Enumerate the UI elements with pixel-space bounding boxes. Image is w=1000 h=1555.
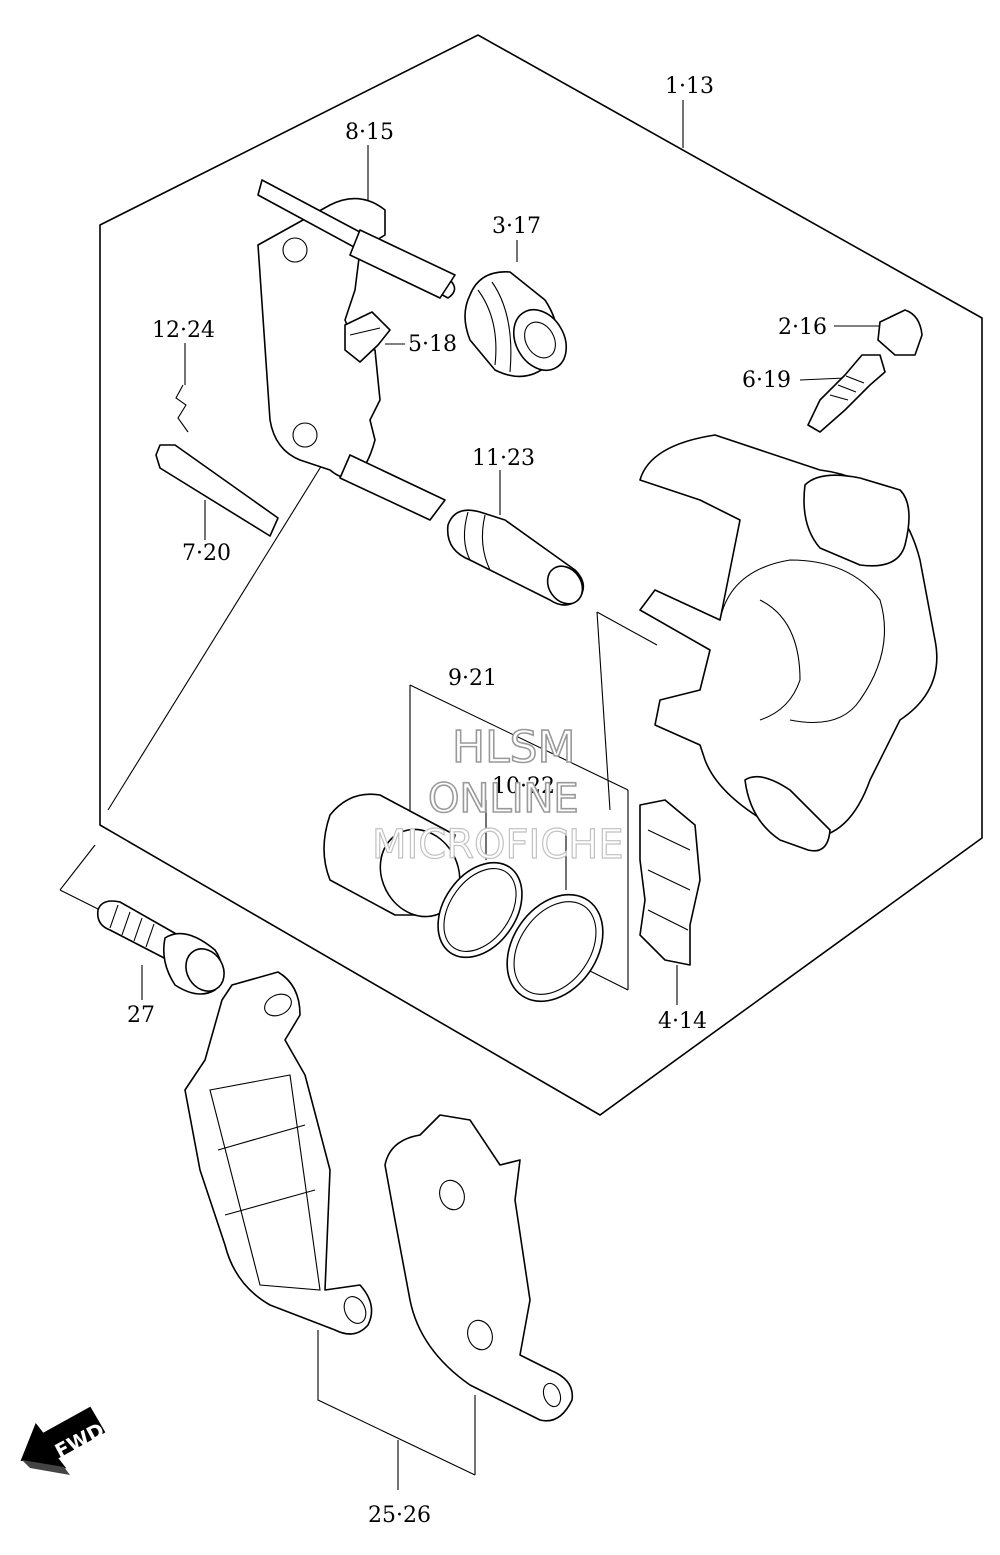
caliper-mounting-bolt — [96, 900, 225, 995]
callout-8-15: 8·15 — [345, 120, 394, 145]
callout-27: 27 — [127, 1003, 155, 1028]
pad-clip-small — [344, 311, 391, 363]
callout-9-21: 9·21 — [448, 666, 497, 691]
piston-seal — [437, 861, 523, 959]
callout-2-16: 2·16 — [778, 315, 827, 340]
assembly-outline — [99, 34, 983, 1116]
callout-11-23: 11·23 — [472, 446, 535, 471]
callout-4-14: 4·14 — [658, 1009, 707, 1034]
bleeder-screw — [807, 354, 886, 433]
callout-3-17: 3·17 — [492, 214, 541, 239]
retaining-clip — [175, 384, 189, 433]
fwd-arrow-icon: FWD — [20, 1406, 108, 1475]
brake-pad-inner — [184, 971, 373, 1335]
callout-12-24: 12·24 — [152, 318, 215, 343]
callout-5-18: 5·18 — [408, 332, 457, 357]
pad-spring — [639, 799, 701, 966]
bleeder-cap — [877, 309, 923, 356]
slide-pin — [446, 509, 585, 606]
callout-6-19: 6·19 — [742, 368, 791, 393]
dust-seal — [506, 893, 604, 1003]
pad-pin — [155, 444, 279, 537]
watermark-line-2: ONLINE — [428, 776, 579, 822]
boot-bellows — [464, 271, 568, 378]
watermark-line-3: MICROFICHE — [372, 822, 624, 868]
watermark: HLSM ONLINE MICROFICHE — [371, 721, 624, 868]
callout-10-22: 10·22 — [492, 774, 555, 799]
callout-7-20: 7·20 — [182, 541, 231, 566]
callout-1-13: 1·13 — [665, 74, 714, 99]
callout-labels: 1·13 8·15 3·17 2·16 12·24 5·18 6·19 11·2… — [127, 74, 827, 1528]
callout-25-26: 25·26 — [368, 1503, 431, 1528]
caliper-piston — [323, 793, 461, 918]
caliper-bracket — [257, 179, 456, 521]
brake-pad-outer — [384, 1114, 574, 1422]
caliper-body — [639, 434, 938, 852]
watermark-line-1: HLSM — [452, 722, 576, 773]
